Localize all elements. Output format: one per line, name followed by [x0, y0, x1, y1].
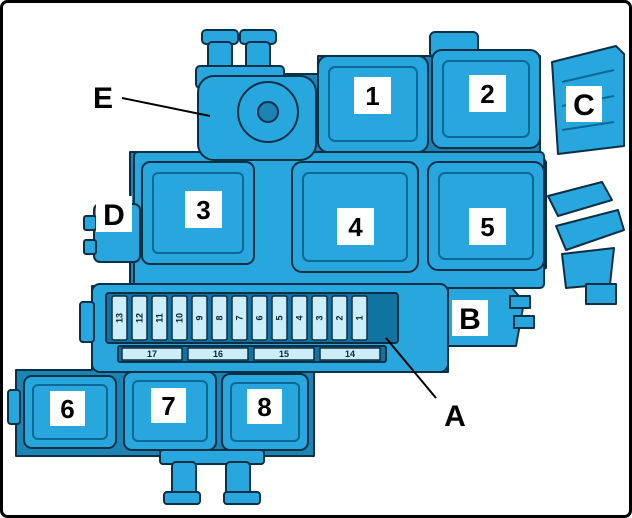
callout-line-a [385, 337, 437, 399]
position-label-8: 8 [257, 392, 271, 422]
fuse [191, 295, 208, 341]
fuse-group-labels: 17 16 15 14 [117, 345, 387, 363]
clip-arm [561, 247, 615, 289]
relay-bevel [442, 60, 530, 138]
bottom-mounting-clips [159, 449, 265, 505]
fuse-number: 8 [215, 315, 225, 320]
group-number: 14 [345, 349, 355, 359]
clip-prong [83, 239, 97, 255]
hinge-pin [257, 101, 279, 123]
callout-c: C [573, 89, 595, 122]
label-box-4 [337, 208, 374, 245]
fuse [111, 295, 128, 341]
callout-a: A [444, 400, 466, 433]
label-box-1 [354, 77, 391, 114]
relay-bevel [438, 172, 534, 260]
group-number: 16 [213, 349, 223, 359]
clip-finger [509, 295, 531, 309]
fuse [291, 295, 308, 341]
fuse-number: 4 [295, 315, 305, 320]
clip-prong [171, 461, 197, 497]
position-labels: 1 2 3 4 5 6 7 8 [50, 75, 506, 426]
fuse [351, 295, 368, 341]
label-box-5 [469, 208, 506, 245]
callout-line-e [121, 97, 211, 117]
callout-b: B [459, 303, 481, 336]
hinge-bracket [197, 75, 317, 161]
label-box-3 [185, 191, 222, 228]
relay-bevel [302, 172, 408, 262]
fuse-number: 13 [115, 313, 125, 323]
fuse [311, 295, 328, 341]
label-box-6 [50, 391, 85, 426]
fuse-number: 12 [135, 313, 145, 323]
fuse-number: 10 [175, 313, 185, 323]
group-label-bar [117, 345, 387, 363]
clip-foot [585, 283, 617, 305]
fuse [251, 295, 268, 341]
clip-prong [83, 215, 97, 231]
fuse [171, 295, 188, 341]
fuse-number: 5 [275, 315, 285, 320]
callout-box-d [96, 196, 132, 232]
label-box-8 [247, 389, 282, 424]
clip-arm [547, 181, 613, 217]
fuse-row: 13 12 11 10 9 8 7 6 5 4 3 2 1 [111, 295, 368, 341]
group-label-box [319, 347, 381, 361]
fuse [271, 295, 288, 341]
fuse-number: 6 [255, 315, 265, 320]
position-label-5: 5 [480, 212, 494, 242]
position-label-7: 7 [161, 391, 175, 421]
relay-bevel [230, 382, 300, 442]
housing-left-clip [79, 301, 95, 343]
position-label-3: 3 [196, 195, 210, 225]
clip-finger [513, 315, 535, 329]
group-label-box [187, 347, 249, 361]
position-label-6: 6 [60, 394, 74, 424]
fuse-number: 3 [315, 315, 325, 320]
group-label-box [253, 347, 315, 361]
clip-foot [223, 491, 261, 505]
fuse-number: 7 [235, 315, 245, 320]
position-label-1: 1 [365, 81, 379, 111]
group-label-box [121, 347, 183, 361]
fuse-number: 2 [335, 315, 345, 320]
side-block-ridge [561, 69, 615, 83]
callout-box-c [566, 86, 602, 122]
callouts: E A B C D [93, 82, 602, 433]
label-box-2 [469, 75, 506, 112]
fuse-number: 1 [355, 315, 365, 320]
position-label-2: 2 [480, 79, 494, 109]
block-6-tab [7, 389, 21, 425]
relay-bevel [32, 384, 108, 440]
label-box-7 [151, 388, 186, 423]
right-side-clips [547, 181, 625, 305]
clip-arm [555, 209, 625, 251]
side-block-ridge [561, 121, 615, 131]
fuse-number: 11 [155, 313, 165, 323]
group-number: 15 [279, 349, 289, 359]
group-number: 17 [147, 349, 157, 359]
fuse-number: 9 [195, 315, 205, 320]
fuse [131, 295, 148, 341]
callout-box-b [452, 300, 488, 336]
fuse [211, 295, 228, 341]
clip-prong [225, 461, 251, 497]
fuse-strip-housing: 13 12 11 10 9 8 7 6 5 4 3 2 1 17 16 15 1… [79, 283, 449, 373]
fuse [151, 295, 168, 341]
position-label-4: 4 [348, 212, 363, 242]
relay-bevel [132, 380, 208, 442]
relay-bevel [152, 172, 244, 254]
fuse [331, 295, 348, 341]
fuse [231, 295, 248, 341]
relay-bevel [328, 66, 418, 142]
clip-foot [163, 491, 201, 505]
callout-e: E [93, 82, 113, 115]
callout-d: D [103, 199, 125, 232]
